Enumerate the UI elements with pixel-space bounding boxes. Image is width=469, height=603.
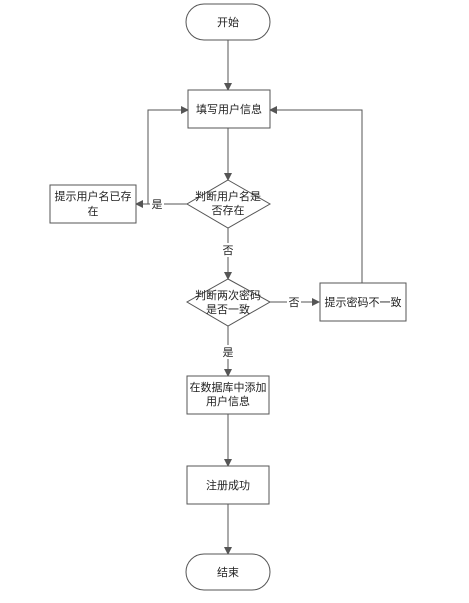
start-terminator	[185, 3, 271, 41]
edge-label-pwd-no: 否	[289, 296, 300, 309]
password-mismatch-message-process	[319, 282, 407, 322]
check-user-exists-decision	[186, 179, 272, 229]
check-passwords-decision	[185, 278, 272, 327]
edge-label-pwd-yes: 是	[223, 346, 234, 359]
start-label: 开始	[217, 15, 239, 29]
edge-label-bg-pwd-yes	[221, 345, 235, 359]
edge-label-bg-pwd-no	[287, 295, 301, 309]
edge-label-exists-yes: 是	[152, 198, 163, 211]
edge-label-bg-exists-no	[221, 243, 235, 257]
add-to-database-label-line1: 在数据库中添加	[190, 380, 267, 394]
fill-info-process	[187, 89, 271, 129]
fill-info-label: 填写用户信息	[196, 102, 262, 116]
check-user-exists-label-line2: 否存在	[212, 203, 245, 217]
edge-label-bg-exists-yes	[150, 197, 164, 211]
user-exists-message-line1: 提示用户名已存	[55, 189, 132, 203]
register-success-label: 注册成功	[206, 478, 250, 492]
arrow-mismatch-msg-back-to-fill	[269, 106, 363, 283]
password-mismatch-message-label: 提示密码不一致	[325, 295, 402, 309]
check-user-exists-label-line1: 判断用户名是	[195, 189, 261, 203]
check-passwords-label-line1: 判断两次密码	[195, 288, 261, 302]
user-exists-message-line2: 在	[88, 205, 99, 218]
end-terminator	[185, 553, 271, 591]
add-to-database-process	[186, 375, 270, 415]
add-to-database-label-line2: 用户信息	[206, 394, 250, 408]
user-exists-message-process	[49, 184, 137, 224]
arrow-exists-msg-back-to-fill	[147, 106, 189, 204]
edge-label-exists-no: 否	[223, 244, 234, 257]
end-label: 结束	[217, 566, 239, 579]
register-success-process	[186, 465, 270, 505]
check-passwords-label-line2: 是否一致	[206, 302, 250, 316]
